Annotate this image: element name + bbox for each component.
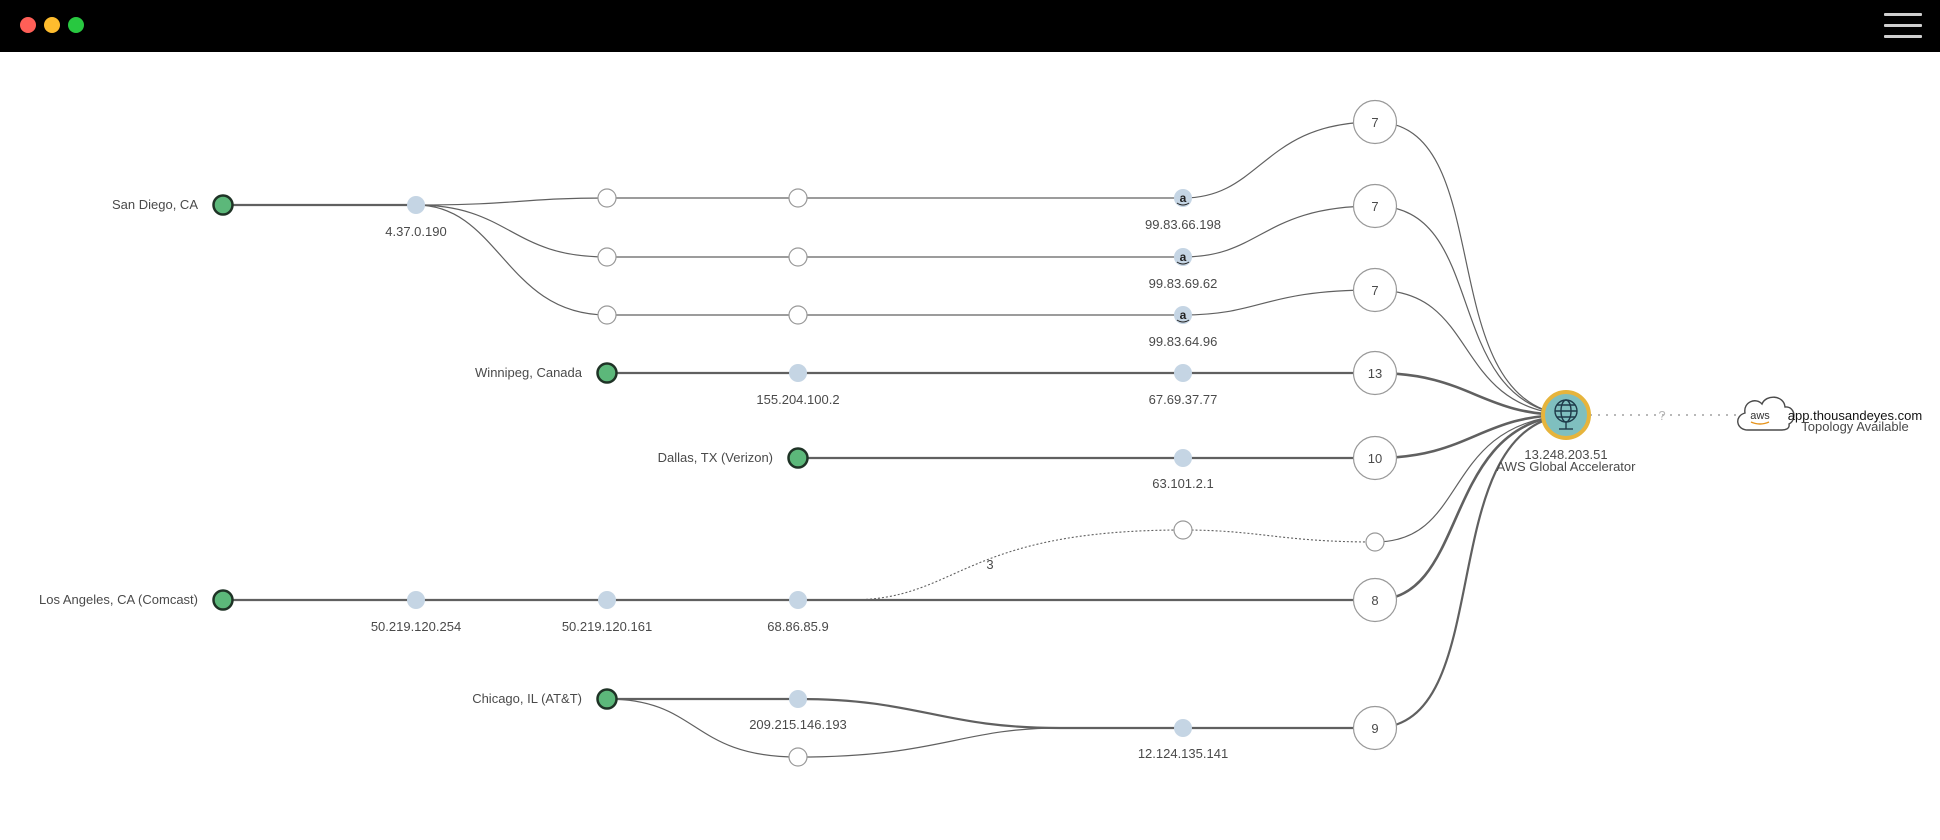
hop-ip-label: 63.101.2.1 — [1152, 476, 1213, 491]
dotted-link-count: 3 — [986, 557, 993, 572]
hop-ip-label: 50.219.120.161 — [562, 619, 652, 634]
title-bar — [0, 0, 1940, 52]
amazon-icon: a — [1180, 191, 1187, 205]
hidden-hop-group[interactable]: 8 — [1352, 577, 1398, 623]
hop-count: 7 — [1371, 283, 1378, 298]
hop-ip-label: 68.86.85.9 — [767, 619, 828, 634]
empty-hop[interactable] — [788, 305, 808, 325]
hop-count: 7 — [1371, 199, 1378, 214]
hop-node[interactable]: 68.86.85.9 — [767, 591, 829, 634]
hop-node[interactable]: 50.219.120.254 — [371, 591, 461, 634]
hop-ip-label: 67.69.37.77 — [1149, 392, 1218, 407]
empty-hop[interactable] — [788, 747, 808, 767]
minimize-window-button[interactable] — [44, 17, 60, 33]
amazon-smile — [1176, 202, 1190, 206]
agent-san-diego[interactable]: San Diego, CA — [112, 194, 234, 216]
agent-los-angeles[interactable]: Los Angeles, CA (Comcast) — [39, 589, 234, 611]
hidden-hop-group[interactable]: 7 — [1352, 99, 1398, 145]
target-status: Topology Available — [1801, 419, 1908, 434]
aws-cloud-icon: aws — [1737, 396, 1795, 431]
agent-dallas[interactable]: Dallas, TX (Verizon) — [658, 447, 809, 469]
hop-node[interactable]: a 99.83.69.62 — [1149, 248, 1218, 291]
empty-hop[interactable] — [788, 188, 808, 208]
hop-count: 13 — [1368, 366, 1382, 381]
hop-node[interactable]: a 99.83.66.198 — [1145, 189, 1221, 232]
hop-count: 10 — [1368, 451, 1382, 466]
hop-node[interactable]: 63.101.2.1 — [1152, 449, 1214, 491]
hop-count: 7 — [1371, 115, 1378, 130]
empty-hop[interactable] — [597, 247, 617, 267]
target-node[interactable]: aws app.thousandeyes.com Topology Availa… — [1737, 396, 1922, 434]
hop-node[interactable]: 209.215.146.193 — [749, 690, 847, 732]
hop-ip-label: 12.124.135.141 — [1138, 746, 1228, 761]
hop-count: 9 — [1371, 721, 1378, 736]
hidden-hop-group[interactable]: 7 — [1352, 183, 1398, 229]
empty-hop[interactable] — [597, 188, 617, 208]
amazon-icon: a — [1180, 308, 1187, 322]
hidden-hop-group[interactable]: 9 — [1352, 705, 1398, 751]
agent-label: Chicago, IL (AT&T) — [472, 691, 582, 706]
hop-node[interactable]: 12.124.135.141 — [1138, 719, 1228, 761]
hop-ip-label: 99.83.69.62 — [1149, 276, 1218, 291]
close-window-button[interactable] — [20, 17, 36, 33]
hidden-hop-group[interactable]: 7 — [1352, 267, 1398, 313]
unknown-link-label: ? — [1658, 408, 1665, 423]
empty-hop[interactable] — [597, 305, 617, 325]
hop-node[interactable]: 155.204.100.2 — [756, 364, 840, 407]
agent-label: Los Angeles, CA (Comcast) — [39, 592, 198, 607]
accelerator-name: AWS Global Accelerator — [1497, 459, 1637, 474]
agent-chicago[interactable]: Chicago, IL (AT&T) — [472, 688, 618, 710]
hop-node[interactable]: 50.219.120.161 — [562, 591, 652, 634]
aws-logo-text: aws — [1750, 410, 1770, 422]
aws-global-accelerator-node[interactable]: 13.248.203.51 AWS Global Accelerator — [1497, 390, 1637, 474]
hamburger-menu-icon[interactable] — [1884, 13, 1922, 39]
hop-ip-label: 155.204.100.2 — [756, 392, 839, 407]
hop-node[interactable]: 67.69.37.77 — [1149, 364, 1218, 407]
agent-label: Dallas, TX (Verizon) — [658, 450, 773, 465]
hop-count: 8 — [1371, 593, 1378, 608]
empty-hop[interactable] — [788, 247, 808, 267]
hop-ip-label: 99.83.64.96 — [1149, 334, 1218, 349]
maximize-window-button[interactable] — [68, 17, 84, 33]
empty-hop[interactable] — [1365, 532, 1385, 552]
accelerator-ip: 13.248.203.51 — [1524, 447, 1607, 462]
agent-label: San Diego, CA — [112, 197, 198, 212]
agent-winnipeg[interactable]: Winnipeg, Canada — [475, 362, 618, 384]
hop-ip-label: 209.215.146.193 — [749, 717, 847, 732]
target-name: app.thousandeyes.com — [1788, 408, 1922, 423]
hop-node[interactable]: 4.37.0.190 — [385, 196, 447, 239]
hidden-hop-group[interactable]: 13 — [1352, 350, 1398, 396]
amazon-icon: a — [1180, 250, 1187, 264]
globe-icon — [1554, 399, 1578, 430]
hop-ip-label: 4.37.0.190 — [385, 224, 446, 239]
hop-node[interactable]: a 99.83.64.96 — [1149, 306, 1218, 349]
empty-hop[interactable] — [1173, 520, 1193, 540]
hop-ip-label: 99.83.66.198 — [1145, 217, 1221, 232]
hidden-hop-group[interactable]: 10 — [1352, 435, 1398, 481]
amazon-smile — [1176, 261, 1190, 265]
amazon-smile — [1176, 319, 1190, 323]
hop-ip-label: 50.219.120.254 — [371, 619, 461, 634]
agent-label: Winnipeg, Canada — [475, 365, 583, 380]
